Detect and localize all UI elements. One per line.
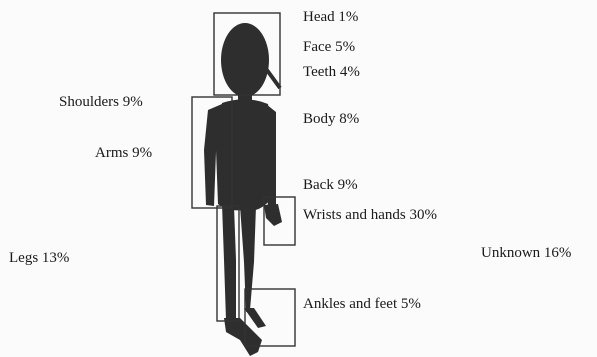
- figure-left-leg: [222, 204, 236, 322]
- figure-head: [221, 23, 269, 97]
- label-back: Back 9%: [303, 176, 358, 194]
- label-head: Head 1%: [303, 8, 358, 26]
- label-face: Face 5%: [303, 38, 355, 56]
- label-ankles-feet: Ankles and feet 5%: [303, 295, 421, 313]
- figure-right-hand: [264, 204, 282, 226]
- figure-right-leg: [240, 206, 256, 312]
- figure-right-foot: [244, 308, 266, 328]
- label-arms: Arms 9%: [95, 144, 152, 162]
- label-teeth: Teeth 4%: [303, 63, 360, 81]
- label-legs: Legs 13%: [9, 249, 69, 267]
- label-shoulders: Shoulders 9%: [59, 93, 143, 111]
- figure-mouth-mark: [264, 66, 280, 88]
- label-wrists-hands: Wrists and hands 30%: [303, 206, 437, 224]
- label-unknown: Unknown 16%: [481, 244, 571, 262]
- label-body: Body 8%: [303, 110, 359, 128]
